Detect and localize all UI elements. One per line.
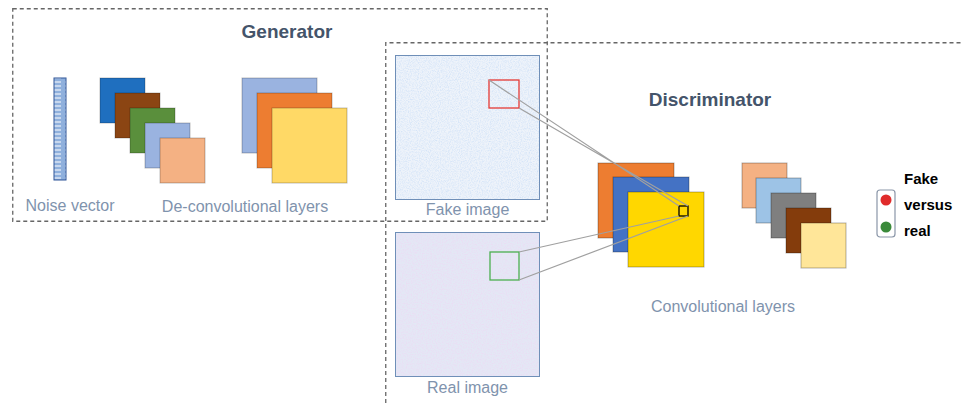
node-label: Fake versus real: [904, 166, 956, 244]
discriminator-region: DiscriminatorReal image Convolutional lay…: [385, 42, 963, 403]
real-image-shape: [395, 232, 540, 377]
node-label: Noise vector: [15, 197, 125, 215]
conv-layers: Convolutional layers: [598, 160, 848, 318]
image-texture: [396, 233, 540, 377]
node-label: Fake image: [395, 201, 540, 219]
node-label: Convolutional layers: [598, 298, 848, 316]
generator-region: GeneratorNoise vector Fake image: [12, 8, 548, 222]
real-image: Real image: [395, 232, 540, 399]
noise-vector-shape: [15, 76, 125, 186]
receptive-field-line: [519, 216, 688, 280]
stack-label: De-convolutional layers: [140, 198, 350, 216]
layer: [628, 192, 704, 267]
node-label: Real image: [395, 379, 540, 397]
layer: [801, 223, 846, 268]
label-holder: De-convolutional layers: [140, 198, 350, 216]
patch: [489, 80, 519, 108]
image-border: [396, 56, 540, 200]
output-indicator: Fake versus real: [873, 160, 961, 246]
fake-dot: [881, 195, 892, 206]
deconv-stack-large: [242, 78, 347, 183]
receptive-field-line: [489, 80, 688, 206]
image-ground: [396, 56, 540, 200]
image-border: [396, 233, 540, 377]
region-title: Discriminator: [635, 89, 785, 111]
deconv-stack-small: [100, 78, 205, 183]
region-title: Generator: [212, 21, 362, 43]
image-texture: [396, 56, 540, 200]
noise-bar: [54, 78, 66, 180]
real-dot: [881, 222, 892, 233]
output-indicator-shape: [873, 160, 903, 250]
fake-image: Fake image: [395, 55, 540, 221]
noise-vector: Noise vector: [15, 76, 125, 217]
fake-image-shape: [395, 55, 540, 200]
dashed-border: [386, 43, 963, 403]
indicator-box: [877, 190, 895, 237]
patch: [490, 252, 519, 280]
receptive-point: [679, 206, 688, 216]
image-ground: [396, 233, 540, 377]
conv-layers-shape: [598, 160, 848, 290]
dashed-border: [13, 9, 548, 222]
